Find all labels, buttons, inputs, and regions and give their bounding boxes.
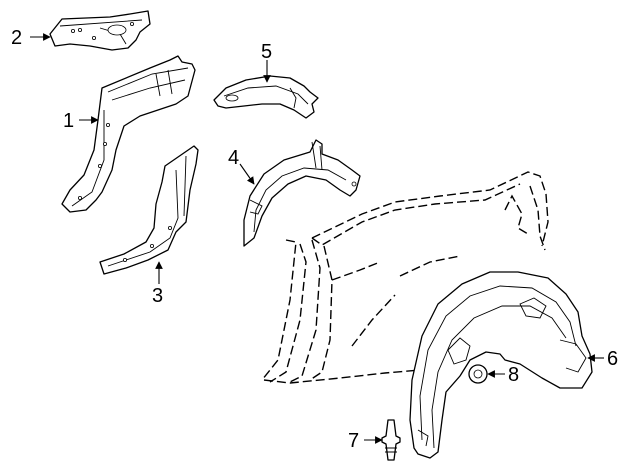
part-4-wheelhouse-panel <box>243 139 361 247</box>
leader-4 <box>239 163 255 185</box>
callout-1: 1 <box>63 110 74 132</box>
callout-6: 6 <box>607 348 618 370</box>
part-6-wheelhouse-liner <box>409 271 593 459</box>
part-8-nut <box>468 364 488 384</box>
callout-4: 4 <box>228 147 239 169</box>
part-5-inner-panel <box>213 75 319 119</box>
part-2-upper-reinforcement <box>49 10 151 51</box>
callout-2: 2 <box>11 27 22 49</box>
part-7-push-pin <box>381 419 401 461</box>
callout-3: 3 <box>152 285 163 307</box>
callout-5: 5 <box>261 41 272 63</box>
quarter-panel-outline <box>261 171 549 384</box>
callout-7: 7 <box>348 430 359 452</box>
part-1-pillar <box>61 55 196 213</box>
part-3-lower-panel <box>99 145 199 275</box>
callout-8: 8 <box>508 364 519 386</box>
